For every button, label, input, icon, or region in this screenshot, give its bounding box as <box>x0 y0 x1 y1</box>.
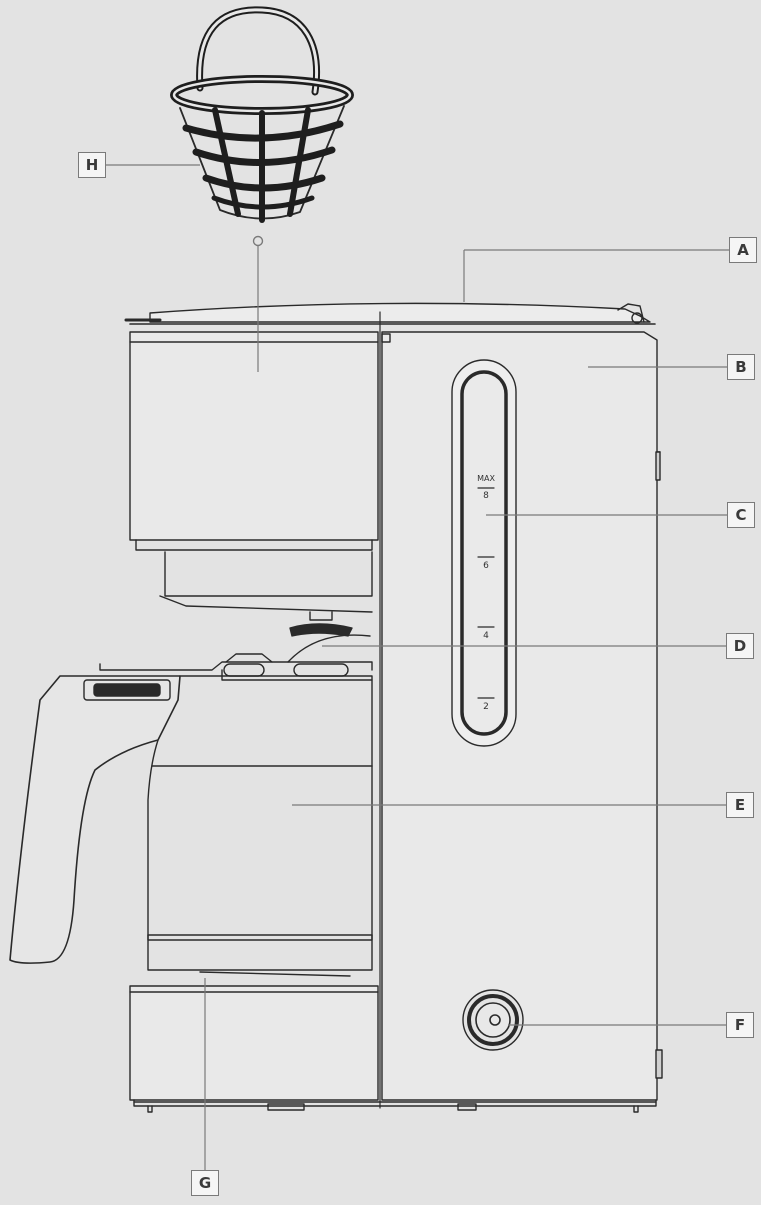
callout-g: G <box>191 1170 219 1196</box>
gauge-label-8: 8 <box>483 491 489 501</box>
gauge-label-4: 4 <box>483 631 489 641</box>
filter-basket <box>170 6 354 223</box>
filter-holder <box>129 331 379 637</box>
power-button <box>462 989 524 1051</box>
lid <box>124 302 656 1109</box>
gauge-label-max: MAX <box>477 474 495 483</box>
housing <box>381 331 663 1101</box>
callout-b: B <box>727 354 755 380</box>
leader-h-dot <box>252 235 264 247</box>
gauge-label-6: 6 <box>483 561 489 571</box>
carafe <box>9 634 373 977</box>
callout-d: D <box>726 633 754 659</box>
callout-h: H <box>78 152 106 178</box>
callout-c: C <box>727 502 755 528</box>
callout-e: E <box>726 792 754 818</box>
callout-a: A <box>729 237 757 263</box>
base <box>129 985 657 1113</box>
gauge-label-2: 2 <box>483 702 489 712</box>
callout-f: F <box>726 1012 754 1038</box>
leader-lines <box>106 164 730 1170</box>
water-gauge <box>451 359 517 747</box>
